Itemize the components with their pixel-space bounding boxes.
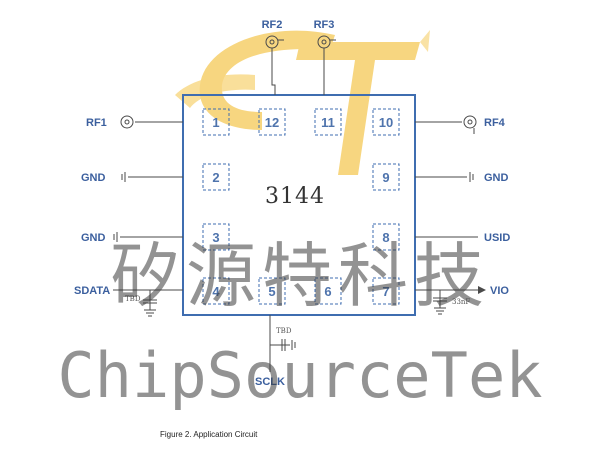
pin-2: 2	[202, 163, 230, 191]
pin-5-label: 5	[268, 284, 275, 299]
chip-label: 3144	[265, 184, 325, 209]
pin-4-label: 4	[212, 284, 220, 299]
pin-8: 8	[372, 223, 400, 251]
gnd-symbol-left-2	[113, 232, 118, 242]
vio-arrow	[478, 286, 486, 294]
gnd-symbol-right	[469, 172, 474, 182]
net-gnd-right: GND	[484, 172, 509, 184]
net-usid: USID	[484, 232, 510, 244]
net-vio: VIO	[490, 285, 509, 297]
logo-watermark	[175, 30, 430, 175]
pin-4: 4	[202, 277, 230, 305]
net-sdata: SDATA	[74, 285, 110, 297]
vio-capacitor	[433, 297, 447, 315]
pin-6: 6	[314, 277, 342, 305]
pin-1-label: 1	[212, 115, 219, 130]
pin-7-label: 7	[382, 284, 389, 299]
net-gnd-left-1: GND	[81, 172, 106, 184]
watermark-en: ChipSourceTek	[57, 339, 542, 412]
net-rf2: RF2	[262, 19, 283, 31]
pin-3: 3	[202, 223, 230, 251]
gnd-symbol-left-1	[121, 172, 126, 182]
pin-12-label: 12	[265, 115, 279, 130]
pin-12: 12	[258, 108, 286, 136]
pin-2-label: 2	[212, 170, 219, 185]
pin-9: 9	[372, 163, 400, 191]
rf2-connector	[265, 35, 284, 49]
net-rf3: RF3	[314, 19, 335, 31]
rf1-connector	[120, 115, 134, 129]
pin-pads: 1 12 11 10 2 9 3 8	[202, 108, 400, 305]
pin-8-label: 8	[382, 230, 389, 245]
cap-sclk-value: TBD	[276, 327, 292, 335]
chip-body	[182, 94, 416, 316]
watermark-cn: 矽源特科技	[110, 235, 490, 317]
pin-10: 10	[372, 108, 400, 136]
sdata-capacitor	[143, 299, 157, 317]
sclk-capacitor	[281, 339, 296, 351]
net-rf4: RF4	[484, 117, 506, 129]
pin-10-label: 10	[379, 115, 393, 130]
pin-11: 11	[314, 108, 342, 136]
pin-7: 7	[372, 277, 400, 305]
rf3-connector	[317, 35, 336, 49]
cap-vio-value: 33nF	[452, 298, 470, 306]
net-rf1: RF1	[86, 117, 107, 129]
figure-caption: Figure 2. Application Circuit	[160, 430, 258, 439]
net-sclk: SCLK	[255, 376, 285, 388]
pin-1: 1	[202, 108, 230, 136]
pin-11-label: 11	[321, 115, 335, 130]
pin-9-label: 9	[382, 170, 389, 185]
wires	[113, 48, 478, 372]
pin-3-label: 3	[212, 230, 219, 245]
cap-sdata-value: TBD	[125, 295, 141, 303]
net-gnd-left-2: GND	[81, 232, 106, 244]
rf4-connector	[463, 115, 477, 134]
pin-6-label: 6	[324, 284, 331, 299]
pin-5: 5	[258, 277, 286, 305]
